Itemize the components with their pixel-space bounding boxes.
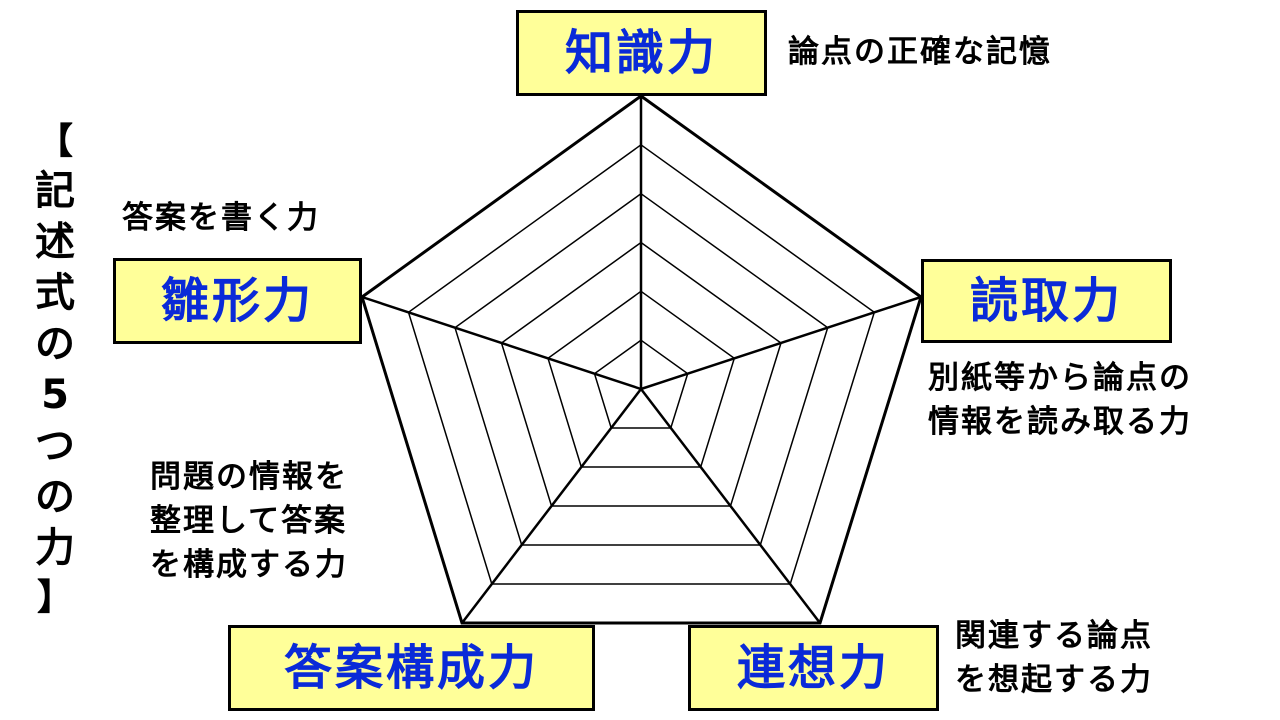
radar-grid-ring [547, 290, 736, 468]
title-char: 式 [35, 270, 75, 316]
title-char: 5 [41, 372, 69, 418]
axis-desc-composition: 問題の情報を 整理して答案 を構成する力 [150, 459, 348, 583]
axis-desc-template: 答案を書く力 [122, 200, 320, 236]
radar-spoke [461, 388, 642, 624]
radar-grid-ring [593, 339, 689, 429]
title-char: 力 [35, 525, 75, 571]
axis-label-association: 連想力 [688, 625, 939, 711]
title-close-bracket: 】 [36, 577, 73, 618]
radar-grid-ring [454, 192, 829, 546]
radar-spokes [361, 96, 922, 624]
radar-grid-ring [500, 241, 782, 507]
radar-spoke [361, 295, 642, 391]
axis-desc-reading: 別紙等から論点の 情報を読み取る力 [928, 360, 1192, 440]
title-char: の [35, 474, 75, 520]
radar-grid-ring [407, 143, 876, 585]
axis-desc-association: 関連する論点 を想起する力 [955, 618, 1153, 698]
axis-label-template: 雛形力 [113, 258, 362, 344]
title-char: つ [35, 423, 75, 469]
title-char: 述 [35, 219, 75, 265]
title-char: 記 [35, 168, 75, 214]
radar-spoke [640, 388, 821, 624]
axis-label-knowledge: 知識力 [516, 10, 767, 96]
vertical-title: 【 記 述 式 の 5 つ の 力 】 [28, 118, 82, 622]
title-char: の [35, 321, 75, 367]
axis-label-reading: 読取力 [921, 259, 1172, 343]
axis-label-composition: 答案構成力 [228, 625, 595, 711]
radar-spoke [640, 295, 922, 391]
title-open-bracket: 【 [36, 121, 73, 162]
radar-outer-pentagon [360, 94, 923, 625]
axis-desc-knowledge: 論点の正確な記憶 [788, 34, 1052, 70]
radar-grid-rings [360, 94, 923, 625]
